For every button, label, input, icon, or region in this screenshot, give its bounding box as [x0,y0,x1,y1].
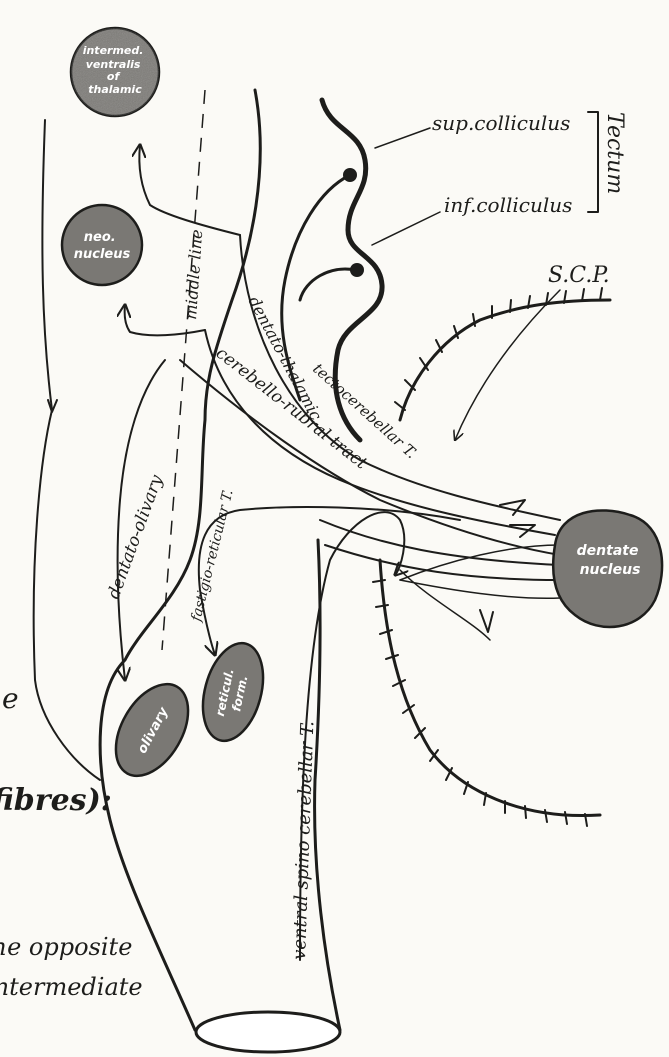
node-olivary: olivary [101,672,203,789]
dentate-line-1: dentate [577,543,639,559]
brainstem-cut-end [196,1012,340,1052]
tract-lower-line [320,520,560,565]
node-dentate-nucleus: dentate nucleus [553,510,662,627]
margin-text-intermediate: intermediate [0,973,143,1001]
dentate-fan-line-2 [400,580,560,598]
cerebellar-folia-upper-ticks [395,288,602,410]
label-inf-colliculus: inf.colliculus [444,193,572,217]
tectum-bracket [588,112,598,212]
neo-nucleus-line-2: nucleus [74,247,131,262]
spinocerebellar-arrow [480,610,493,632]
thalamic-node-line-1: intermed. [83,44,144,57]
spinocerebellar-secondary-loop [400,570,490,640]
svg-text:intermed. ventralis: intermed. ventralis of thalamic [83,44,148,96]
thalamic-node-line-4: thalamic [88,83,142,96]
neo-nucleus-line-1: neo. [84,230,116,245]
label-scp: S.C.P. [548,263,610,288]
inf-colliculus-bulb [350,263,364,277]
label-dentato-olivary: dentato-olivary [104,472,167,602]
cerebellar-folia-upper [400,300,610,420]
node-neo-nucleus: neo. nucleus [62,205,142,285]
label-middle-line: middle line [181,229,206,321]
fastigio-reticular-pathway [199,507,460,655]
margin-text-e: e [2,682,19,715]
thalamic-pathway-line [139,145,240,235]
margin-text-fibres: fibres): [0,783,112,818]
margin-text-opposite: the opposite [0,933,132,961]
label-ventral-spinocerebellar: ventral spino cerebellar T. [289,721,318,961]
dentate-line-2: nucleus [580,562,641,578]
label-sup-colliculus: sup.colliculus [432,111,570,135]
sup-colliculus-bulb [343,168,357,182]
node-reticular: reticul. form. [193,636,273,747]
inf-colliculus-stalk [300,269,355,300]
sup-colliculus-pointer [375,128,430,148]
inf-colliculus-pointer [372,212,440,245]
node-intermediate-ventralis-thalamic: intermed. ventralis of thalamic [71,28,159,116]
thalamic-node-line-3: of [107,70,121,83]
label-fastigio-reticular: fastigio-reticular T. [188,488,236,624]
cerebellar-folia-lower-ticks [373,580,587,826]
label-tectum: Tectum [602,112,627,194]
